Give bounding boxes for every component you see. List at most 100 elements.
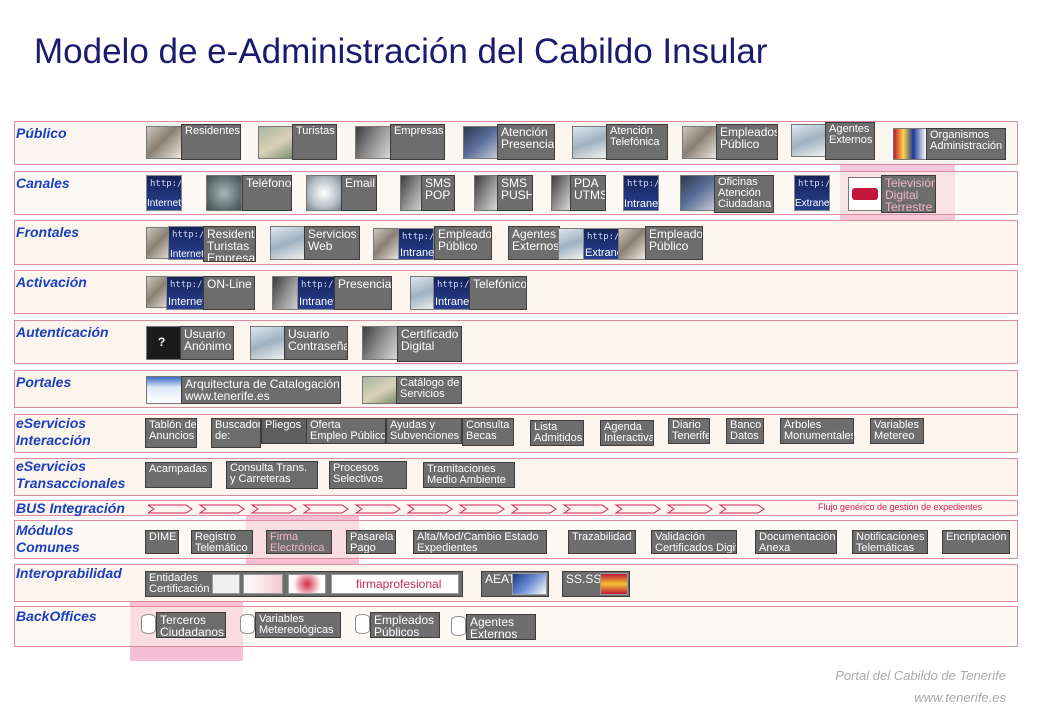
firmaprofesional-logo: firmaprofesional [331,574,459,594]
frontales-servicios-web[interactable]: Servicios Web [304,226,360,260]
frontales-empleados-2[interactable]: Empleados Público [645,226,703,260]
mod-trazabilidad[interactable]: Trazabilidad [568,530,636,554]
mod-alta-expedientes[interactable]: Alta/Mod/Cambio Estado Expedientes [413,530,547,554]
int-buscador-label-2: de: [215,430,231,442]
int-diario[interactable]: Diario Tenerife [668,418,710,444]
frontales-empleados[interactable]: Empleados Público [434,226,492,260]
publico-empresas[interactable]: Empresas [390,124,445,160]
portal-catalogo-label-2: Servicios [400,388,445,400]
activacion-online[interactable]: ON-Line [203,276,255,310]
canales-sms-push-label-2: PUSH [501,188,533,202]
label-activacion: Activación [16,274,87,290]
canales-extranet-label: Extranet [795,198,833,209]
frontales-servicios-web-label-2: Web [308,239,333,253]
mod-encriptacion[interactable]: Encriptación [942,530,1010,554]
auth-certificado-digital[interactable]: Certificado Digital [397,326,462,362]
tv-logo-mark-icon [852,188,878,200]
publico-organismos-label-1: Organismos [930,129,990,141]
int-buscador[interactable]: Buscador de: [211,418,261,448]
canales-pda-label-1: PDA [574,176,599,190]
publico-atencion-presencial[interactable]: Atención Presencial [497,124,555,160]
frontales-residentes[interactable]: Residentes Turistas Empresas [203,226,256,262]
mod-validacion[interactable]: Validación Certificados Digitales [651,530,737,554]
entidad-circle-logo-icon [288,574,326,594]
int-agenda[interactable]: Agenda Interactiva [600,420,654,446]
int-consulta-becas-label-2: Becas [466,430,497,442]
auth-usuario-anonimo[interactable]: Usuario Anónimo [180,326,234,360]
trans-procesos-selectivos[interactable]: Procesos Selectivos [329,461,407,489]
mod-registro[interactable]: Registro Telemático [191,530,253,554]
canales-sms-push[interactable]: SMS PUSH [497,175,533,211]
mod-firma[interactable]: Firma Electrónica [266,530,332,554]
int-arboles[interactable]: Árboles Monumentales [780,418,854,444]
trans-consulta-carreteras-label-2: y Carreteras [230,473,291,485]
int-oferta-empleo[interactable]: Oferta Empleo Público [306,418,386,444]
backoffice-terceros[interactable]: Terceros Ciudadanos [156,612,226,638]
publico-residentes[interactable]: Residentes [181,124,241,160]
publico-atencion-telefonica[interactable]: Atención Telefónica [606,124,668,160]
portal-arquitectura[interactable]: Arquitectura de Catalogación www.tenerif… [181,376,341,404]
canales-oficinas-label-2: Atención [718,187,761,199]
int-tablon[interactable]: Tablón de Anuncios [145,418,197,448]
http-icon: http:// [437,280,470,290]
frontales-agentes-label-2: Externos [512,239,560,253]
activacion-internet-screen-icon: http:// [166,276,204,310]
mod-encriptacion-label: Encriptación [946,531,1007,543]
int-tablon-label-2: Anuncios [149,430,195,442]
int-consulta-becas[interactable]: Consulta Becas [462,418,514,446]
canales-email[interactable]: Email [341,175,377,211]
canales-sms-pop[interactable]: SMS POP [421,175,455,211]
trans-medio-ambiente[interactable]: Tramitaciones Medio Ambiente [423,462,515,488]
trans-acampadas-label: Acampadas [149,463,208,475]
int-ayudas-label-2: Subvenciones [390,430,460,442]
mod-firma-label-1: Firma [270,531,299,543]
int-lista-admitidos[interactable]: Lista Admitidos [530,420,584,446]
activacion-telefonico[interactable]: Telefónico [469,276,527,310]
mod-alta-expedientes-label-1: Alta/Mod/Cambio Estado [417,531,539,543]
trans-medio-ambiente-label-2: Medio Ambiente [427,474,506,486]
canales-pda[interactable]: PDA UTMS [570,175,606,211]
backoffice-variables-label-2: Metereológicas [259,624,334,636]
label-frontales: Frontales [16,224,80,240]
publico-organismos[interactable]: Organismos Administración [926,128,1006,160]
mod-notificaciones[interactable]: Notificaciones Telemáticas [852,530,928,554]
mod-dime[interactable]: DIME [145,530,179,554]
int-ayudas[interactable]: Ayudas y Subvenciones [386,418,462,444]
canales-tv-label-1: Televisión [885,176,936,190]
publico-turistas[interactable]: Turistas [292,124,337,160]
trans-acampadas[interactable]: Acampadas [145,462,212,488]
empleados-publico-photo-icon [682,126,718,159]
frontales-residentes-label-3: Empresas [207,251,256,262]
backoffice-agentes[interactable]: Agentes Externos [466,614,536,640]
activacion-presencial-label: Presencial [338,277,392,291]
portal-catalogo[interactable]: Catálogo de Servicios [396,376,462,404]
usuario-contrasena-photo-icon [250,326,286,360]
frontales-empleados2-photo-icon [618,228,646,260]
frontales-residentes-label-2: Turistas [207,239,250,253]
backoffice-empleados[interactable]: Empleados Públicos [370,612,440,638]
canales-telefono[interactable]: Teléfono [242,175,292,211]
int-banco-datos[interactable]: Banco Datos [726,418,764,444]
mod-documentacion[interactable]: Documentación Anexa [755,530,837,554]
auth-usuario-contrasena[interactable]: Usuario Contraseña [284,326,348,360]
backoffice-variables[interactable]: Variables Metereológicas [255,612,341,638]
publico-turistas-label: Turistas [296,125,335,137]
backoffice-empleados-label-2: Públicos [374,625,420,638]
turistas-photo-icon [258,126,294,159]
database-icon [141,614,156,634]
trans-consulta-carreteras[interactable]: Consulta Trans. y Carreteras [226,461,318,489]
interop-ss-label: SS.SS [566,572,602,586]
int-variables-metereo[interactable]: Variables Metereo [870,418,924,444]
portal-arquitectura-label-2: www.tenerife.es [185,389,270,403]
frontales-agentes-photo-icon [558,228,584,260]
canales-oficinas[interactable]: Oficinas Atención Ciudadana [714,175,774,213]
canales-tv[interactable]: Televisión Digital Terrestre [881,175,936,213]
publico-empleados[interactable]: Empleados Público [716,124,778,160]
activacion-presencial[interactable]: Presencial [334,276,392,310]
frontales-servicios-web-label-1: Servicios [308,227,357,241]
frontales-agentes[interactable]: Agentes Externos [508,226,560,260]
mod-pasarela[interactable]: Pasarela Pago [346,530,396,554]
publico-agentes[interactable]: Agentes Externos [825,122,875,160]
activacion-intranet2-screen-icon: http:// [433,276,471,310]
int-pliegos[interactable]: Pliegos [261,418,307,444]
